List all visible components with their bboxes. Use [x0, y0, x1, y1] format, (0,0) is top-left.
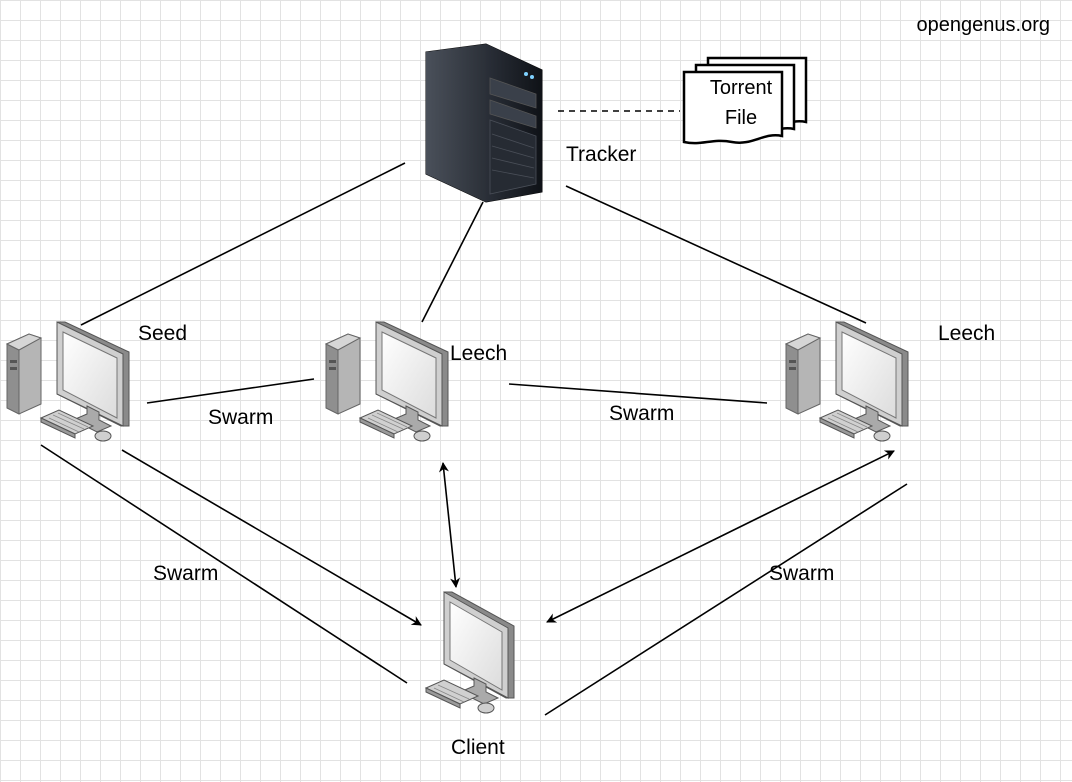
server-icon — [425, 43, 543, 203]
swarm-label-leech-client: Swarm — [769, 562, 834, 585]
torrent-file-label-line1: Torrent — [710, 77, 773, 99]
swarm-label-seed-client: Swarm — [153, 562, 218, 585]
edge-seed-client-line — [40, 444, 408, 684]
edge-seed-leech — [146, 378, 315, 404]
arrow-leech-right-client — [546, 450, 895, 623]
edge-leech-right-client-line — [544, 483, 908, 716]
tracker-label: Tracker — [566, 143, 636, 166]
swarm-label-seed-leech: Swarm — [208, 406, 273, 429]
connection-lines — [40, 110, 908, 716]
client-label: Client — [451, 736, 505, 759]
edge-tracker-leech-center — [421, 201, 484, 323]
edge-leech-leech — [508, 383, 768, 404]
seed-label: Seed — [138, 322, 187, 345]
arrow-seed-to-client — [121, 449, 422, 626]
leech-center-computer-icon — [325, 321, 449, 442]
leech-center-label: Leech — [450, 342, 507, 365]
seed-computer-icon — [6, 321, 130, 442]
edge-tracker-leech-right — [565, 185, 867, 324]
edge-tracker-seed — [80, 162, 406, 326]
client-computer-icon — [425, 591, 515, 714]
arrow-leech-center-client — [438, 462, 461, 588]
leech-right-label: Leech — [938, 322, 995, 345]
watermark-text: opengenus.org — [917, 14, 1050, 36]
torrent-file-label-line2: File — [725, 107, 757, 129]
leech-right-computer-icon — [785, 321, 909, 442]
torrent-file-icon — [682, 56, 808, 145]
swarm-label-leech-leech: Swarm — [609, 402, 674, 425]
